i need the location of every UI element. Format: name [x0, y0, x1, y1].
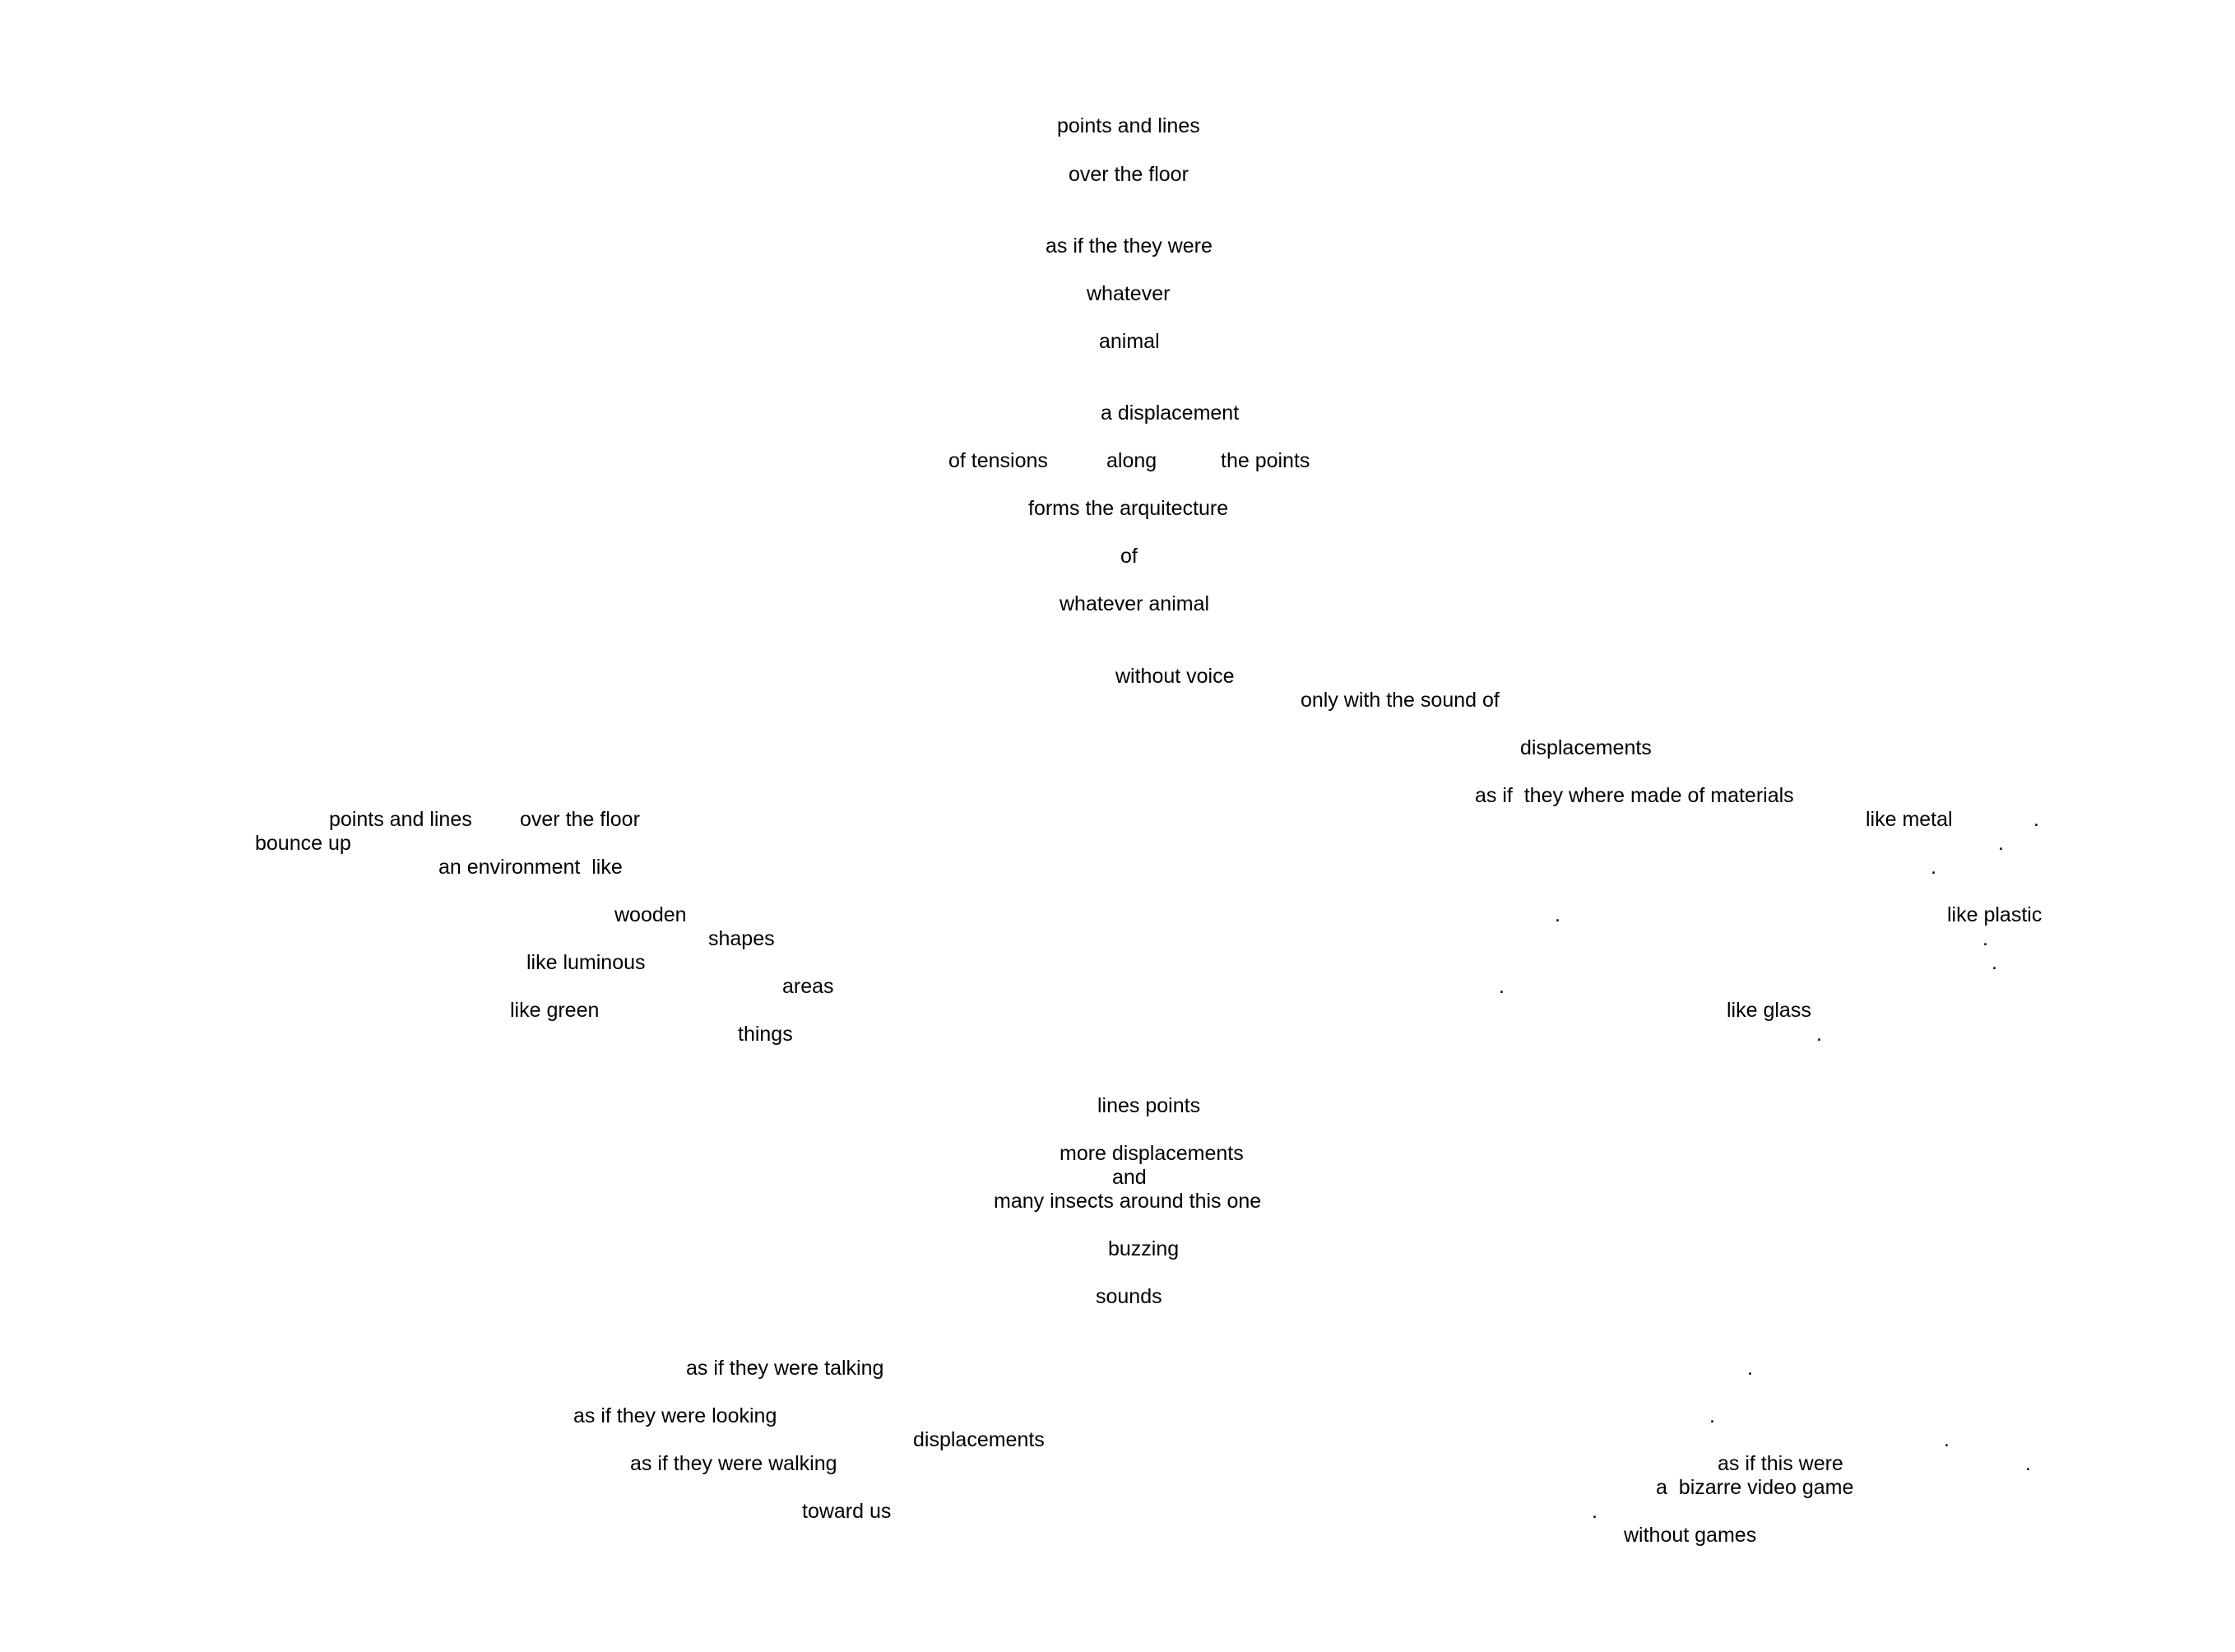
poem-line: like green [510, 999, 600, 1022]
poem-line: of tensions [948, 449, 1048, 472]
poem-line: bounce up [255, 832, 351, 855]
poem-line: buzzing [1108, 1237, 1180, 1260]
poem-line: animal [1099, 330, 1160, 353]
dot-mark: . [1816, 1023, 1822, 1046]
poem-line: like plastic [1947, 903, 2043, 926]
poem-line: of [1120, 545, 1138, 568]
poem-line: whatever animal [1060, 592, 1210, 615]
poem-line: as if they were walking [630, 1452, 837, 1475]
dot-mark: . [1592, 1500, 1597, 1523]
poem-line: as if they where made of materials [1475, 784, 1794, 807]
dot-mark: . [1555, 903, 1560, 926]
poem-line: and [1112, 1166, 1147, 1189]
poem-line: the points [1221, 449, 1310, 472]
dot-mark: . [1992, 951, 1997, 974]
dot-mark: . [1747, 1357, 1753, 1380]
poem-line: displacements [913, 1428, 1045, 1451]
poem-line: lines points [1097, 1094, 1201, 1117]
dot-mark: . [1499, 975, 1505, 998]
poem-line: points and lines [329, 808, 472, 831]
poem-line: areas [782, 975, 834, 998]
poem-line: a bizarre video game [1656, 1476, 1854, 1499]
poem-line: forms the arquitecture [1028, 497, 1229, 520]
poem-line: whatever [1087, 282, 1171, 305]
dot-mark: . [2033, 808, 2039, 831]
poem-line: like metal [1866, 808, 1953, 831]
poem-line: only with the sound of [1301, 689, 1500, 712]
poem-line: a displacement [1101, 401, 1240, 425]
dot-mark: . [1998, 832, 2004, 855]
poem-line: more displacements [1060, 1142, 1244, 1165]
poem-line: an environment like [438, 856, 623, 879]
dot-mark: . [1944, 1428, 1950, 1451]
dot-mark: . [1709, 1404, 1715, 1427]
poem-line: toward us [802, 1500, 892, 1523]
poem-line: without games [1624, 1524, 1757, 1547]
poem-line: over the floor [520, 808, 640, 831]
poem-line: as if they were talking [686, 1357, 884, 1380]
dot-mark: . [2025, 1452, 2031, 1475]
poem-line: without voice [1115, 665, 1235, 688]
poem-line: along [1106, 449, 1157, 472]
poem-line: displacements [1520, 736, 1652, 759]
poem-line: sounds [1096, 1285, 1162, 1308]
poem-line: shapes [708, 927, 775, 950]
poem-line: as if the they were [1046, 234, 1213, 258]
poem-line: as if this were [1718, 1452, 1843, 1475]
poem-line: as if they were looking [573, 1404, 777, 1427]
dot-mark: . [1982, 927, 1988, 950]
poem-line: points and lines [1057, 114, 1200, 137]
poem-line: over the floor [1069, 163, 1189, 186]
poem-line: things [738, 1023, 793, 1046]
poem-line: like luminous [526, 951, 646, 974]
poem-line: many insects around this one [994, 1190, 1262, 1213]
poem-line: like glass [1727, 999, 1811, 1022]
dot-mark: . [1931, 856, 1936, 879]
poem-line: wooden [614, 903, 687, 926]
